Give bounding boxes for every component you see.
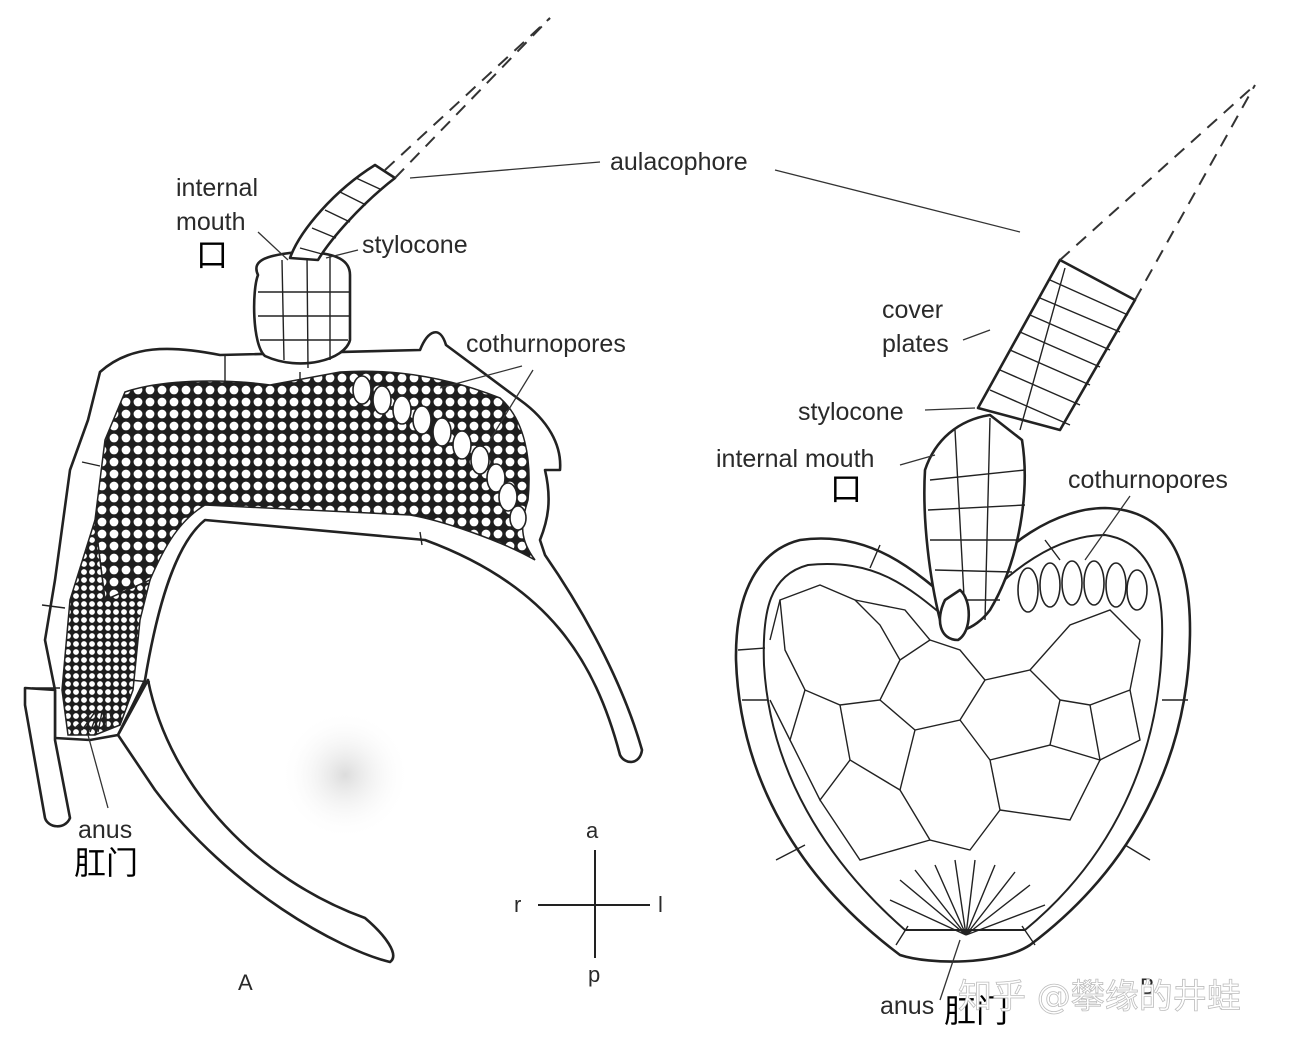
- label-b-anus: anus: [880, 992, 934, 1020]
- label-b-cothurnopores: cothurnopores: [1068, 466, 1228, 494]
- label-a-internal-mouth: internal mouth: [176, 174, 265, 236]
- figure-b-specimen: [736, 85, 1255, 1000]
- aulacophore-a: [254, 18, 550, 368]
- orientation-right: r: [514, 892, 521, 917]
- label-a-stylocone: stylocone: [362, 231, 468, 259]
- orientation-posterior: p: [588, 962, 600, 987]
- orientation-cross: [538, 850, 650, 958]
- label-a-cothurnopores: cothurnopores: [466, 330, 626, 358]
- orientation-anterior: a: [586, 818, 599, 843]
- label-b-internal-mouth: internal mouth: [716, 445, 874, 473]
- label-b-internal-mouth-cn: 口: [830, 470, 862, 508]
- panel-label-a: A: [238, 970, 253, 995]
- label-a-internal-mouth-cn: 口: [196, 236, 228, 274]
- label-aulacophore: aulacophore: [610, 148, 748, 176]
- label-a-anus: anus: [78, 816, 132, 844]
- smudge: [280, 710, 410, 840]
- label-a-anus-cn: 肛门: [74, 844, 138, 882]
- label-b-cover-plates: cover plates: [882, 296, 950, 358]
- watermark: 知乎 @攀缘的井蛙: [958, 977, 1241, 1017]
- orientation-left: l: [658, 892, 663, 917]
- label-b-stylocone: stylocone: [798, 398, 904, 426]
